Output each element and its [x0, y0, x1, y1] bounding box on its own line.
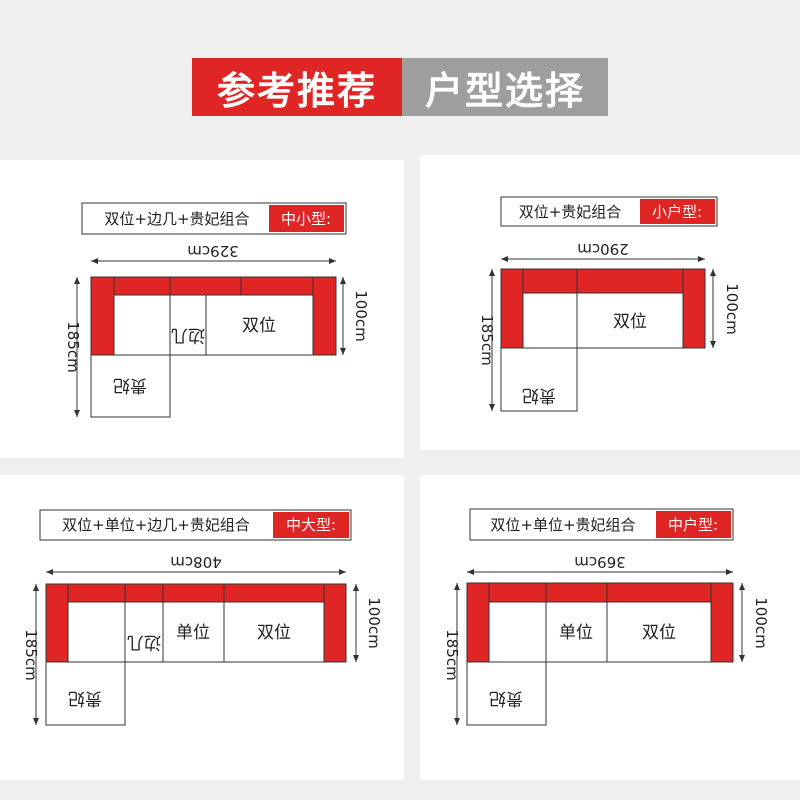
module-chaise: 贵妃	[522, 385, 556, 405]
module-side-table: 边几	[171, 325, 205, 345]
sofa-diagram-medium-small: 中小型: 双位+边几+贵妃组合 329cm 边几 双位 贵妃 185cm 100…	[64, 202, 370, 418]
sofa-diagram-medium: 中户型: 双位+单位+贵妃组合 369cm 单位 双位 贵妃 185cm 100…	[443, 508, 770, 726]
panel-medium: 中户型: 双位+单位+贵妃组合 369cm 单位 双位 贵妃 185cm 100…	[420, 475, 800, 780]
combo-desc: 双位+单位+边几+贵妃组合	[62, 516, 250, 534]
type-tag: 小户型:	[652, 203, 702, 221]
height-label: 100cm	[365, 597, 383, 649]
module-single: 单位	[176, 623, 210, 643]
panel-medium-small: 中小型: 双位+边几+贵妃组合 329cm 边几 双位 贵妃 185cm 100…	[0, 160, 404, 458]
banner-recommend: 参考推荐	[192, 58, 402, 116]
width-label: 369cm	[574, 553, 626, 571]
width-label: 408cm	[170, 553, 222, 571]
module-chaise: 贵妃	[68, 688, 102, 708]
header-banner: 参考推荐 户型选择	[192, 58, 608, 116]
height-label: 100cm	[752, 597, 770, 649]
type-tag: 中大型:	[286, 516, 336, 534]
module-chaise: 贵妃	[113, 375, 147, 395]
height-label: 100cm	[352, 290, 370, 342]
height-label: 100cm	[723, 283, 741, 335]
depth-label: 185cm	[478, 314, 496, 366]
depth-label: 185cm	[22, 629, 40, 681]
panel-small: 小户型: 双位+贵妃组合 290cm 双位 贵妃 185cm 100cm	[420, 155, 800, 450]
module-double: 双位	[613, 312, 647, 332]
tag-bg	[269, 205, 344, 232]
combo-desc: 双位+单位+贵妃组合	[490, 516, 635, 534]
combo-desc: 双位+贵妃组合	[519, 203, 622, 221]
module-double: 双位	[257, 623, 291, 643]
module-single: 单位	[559, 623, 593, 643]
width-label: 329cm	[187, 242, 239, 260]
module-double: 双位	[242, 316, 276, 336]
panel-medium-large: 中大型: 双位+单位+边几+贵妃组合 408cm 边几 单位 双位 贵妃 185…	[0, 475, 404, 780]
sofa-diagram-small: 小户型: 双位+贵妃组合 290cm 双位 贵妃 185cm 100cm	[478, 196, 741, 412]
type-tag: 中户型:	[668, 516, 718, 534]
width-label: 290cm	[577, 240, 629, 258]
module-double: 双位	[642, 623, 676, 643]
module-side-table: 边几	[127, 632, 161, 652]
banner-layout-select: 户型选择	[402, 58, 608, 116]
depth-label: 185cm	[64, 321, 82, 373]
module-chaise: 贵妃	[489, 688, 523, 708]
sofa-diagram-medium-large: 中大型: 双位+单位+边几+贵妃组合 408cm 边几 单位 双位 贵妃 185…	[22, 509, 383, 726]
type-tag: 中小型:	[281, 210, 331, 228]
combo-desc: 双位+边几+贵妃组合	[104, 210, 249, 228]
depth-label: 185cm	[443, 629, 461, 681]
